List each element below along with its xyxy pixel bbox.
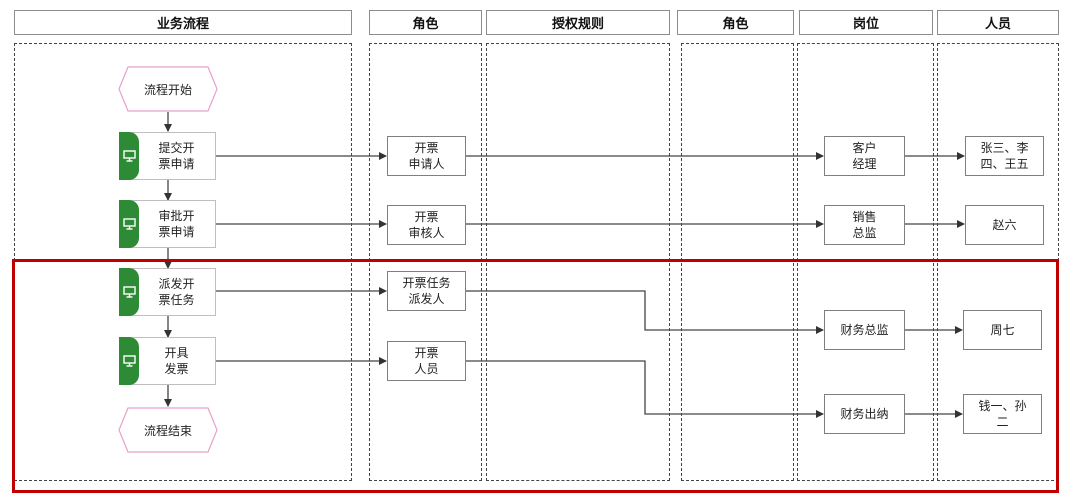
people-box-3: 周七	[963, 310, 1042, 350]
step-tab	[119, 200, 139, 248]
role-box-dispatcher: 开票任务 派发人	[387, 271, 466, 311]
flow-step-dispatch: 派发开 票任务	[119, 268, 216, 316]
flow-step-issue: 开具 发票	[119, 337, 216, 385]
lane-role-2	[681, 43, 794, 481]
flow-step-submit: 提交开 票申请	[119, 132, 216, 180]
people-box-1: 张三、李 四、王五	[965, 136, 1044, 176]
terminal-shape	[118, 66, 218, 112]
position-box-finance-director: 财务总监	[824, 310, 905, 350]
monitor-icon	[122, 286, 136, 298]
flow-step-label: 派发开 票任务	[158, 277, 195, 307]
terminal-shape	[118, 407, 218, 453]
lane-auth-rules	[486, 43, 670, 481]
position-box-sales-director: 销售 总监	[824, 205, 905, 245]
monitor-icon	[122, 355, 136, 367]
flow-start: 流程开始	[118, 66, 218, 112]
role-box-reviewer: 开票 审核人	[387, 205, 466, 245]
header-auth-rules: 授权规则	[486, 10, 670, 35]
header-role-2: 角色	[677, 10, 794, 35]
header-role-1: 角色	[369, 10, 482, 35]
flow-step-label: 提交开 票申请	[158, 141, 195, 171]
lane-role-1	[369, 43, 482, 481]
flow-step-label: 审批开 票申请	[158, 209, 195, 239]
people-box-4: 钱一、孙 二	[963, 394, 1042, 434]
step-tab	[119, 268, 139, 316]
monitor-icon	[122, 150, 136, 162]
lane-position	[797, 43, 934, 481]
header-position: 岗位	[799, 10, 933, 35]
step-tab	[119, 132, 139, 180]
flow-start-label: 流程开始	[143, 82, 192, 97]
position-box-cashier: 财务出纳	[824, 394, 905, 434]
step-tab	[119, 337, 139, 385]
flow-step-approve: 审批开 票申请	[119, 200, 216, 248]
position-box-account-manager: 客户 经理	[824, 136, 905, 176]
role-box-applicant: 开票 申请人	[387, 136, 466, 176]
flow-end-label: 流程结束	[143, 423, 192, 438]
flow-step-label: 开具 发票	[164, 346, 189, 376]
flow-end: 流程结束	[118, 407, 218, 453]
header-personnel: 人员	[937, 10, 1059, 35]
header-process: 业务流程	[14, 10, 352, 35]
monitor-icon	[122, 218, 136, 230]
people-box-2: 赵六	[965, 205, 1044, 245]
role-box-issuer: 开票 人员	[387, 341, 466, 381]
